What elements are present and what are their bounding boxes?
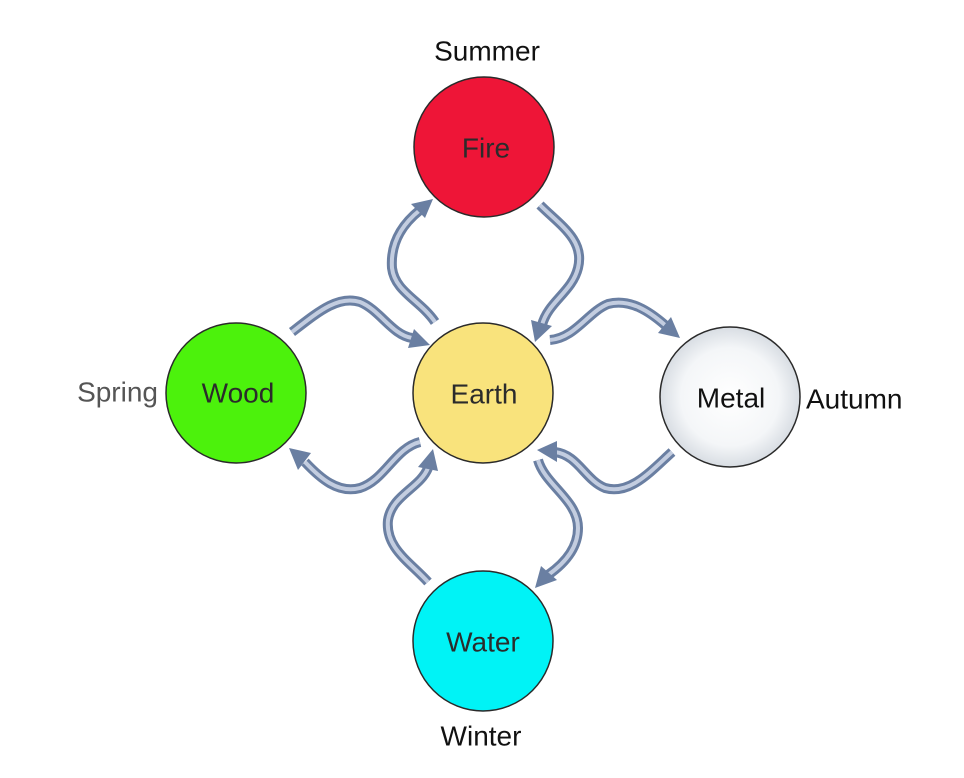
earth-label: Earth — [451, 379, 518, 410]
earth-circle — [412, 322, 554, 464]
season-summer: Summer — [434, 36, 540, 67]
arrow-earth-to-fire — [386, 199, 440, 326]
element-fire: Fire — [413, 76, 555, 218]
metal-circle — [659, 326, 801, 468]
element-metal: Metal — [659, 326, 801, 468]
arrow-earth-to-water — [533, 458, 583, 588]
water-label: Water — [446, 627, 520, 658]
arrow-water-to-earth — [382, 449, 438, 586]
wood-circle — [165, 322, 307, 464]
season-autumn: Autumn — [806, 384, 903, 415]
water-circle — [412, 570, 554, 712]
season-spring: Spring — [77, 377, 158, 408]
arrows — [288, 199, 680, 588]
arrow-metal-to-earth — [537, 441, 676, 495]
season-winter: Winter — [441, 721, 522, 752]
arrow-fire-to-earth — [531, 201, 585, 342]
arrow-earth-to-wood — [289, 437, 422, 495]
fire-circle — [413, 76, 555, 218]
arrow-earth-to-metal — [549, 297, 680, 345]
wood-label: Wood — [202, 378, 275, 409]
arrow-wood-to-earth — [288, 295, 430, 348]
element-wood: Wood — [165, 322, 307, 464]
element-water: Water — [412, 570, 554, 712]
fire-label: Fire — [462, 133, 510, 164]
element-earth: Earth — [412, 322, 554, 464]
metal-label: Metal — [697, 383, 765, 414]
